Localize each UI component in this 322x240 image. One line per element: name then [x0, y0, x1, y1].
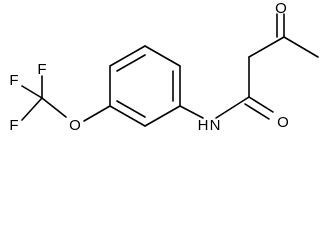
ketone-oxygen-label: O: [275, 0, 287, 17]
acetoacetamide-chain: H N O O: [179, 0, 319, 134]
amide-oxygen-label: O: [277, 114, 289, 131]
ring-bond: [144, 105, 181, 127]
o-to-cf3-bond: [41, 97, 67, 118]
ch2-to-ketone-bond: [248, 36, 285, 58]
n-to-carbonyl-bond: [215, 96, 250, 119]
amide-nitrogen-label: N: [210, 117, 221, 134]
trifluoromethoxy-group: F F F O: [9, 61, 111, 134]
ring-bond: [109, 45, 146, 67]
c-f-bond: [21, 85, 43, 99]
molecule-structure: F F F O H N O O: [9, 0, 319, 134]
ring-double-bond: [116, 100, 146, 118]
ring-to-n-bond: [179, 105, 204, 119]
ether-oxygen-label: O: [69, 117, 81, 134]
ring-double-bond: [116, 54, 146, 72]
fluorine-left-label: F: [9, 117, 18, 134]
ring-to-o-bond: [83, 105, 111, 122]
fluorine-top-label: F: [37, 61, 46, 78]
amide-nitrogen-h-label: H: [198, 117, 209, 134]
ring-bond: [109, 105, 146, 127]
fluorine-mid-label: F: [9, 72, 18, 89]
benzene-ring: [109, 45, 181, 127]
amide-c-o-double-bond: [244, 103, 270, 120]
amide-c-o-double-bond: [248, 96, 274, 113]
ring-bond: [144, 45, 181, 67]
ketone-to-methyl-bond: [283, 36, 319, 58]
c-f-bond: [21, 97, 43, 121]
